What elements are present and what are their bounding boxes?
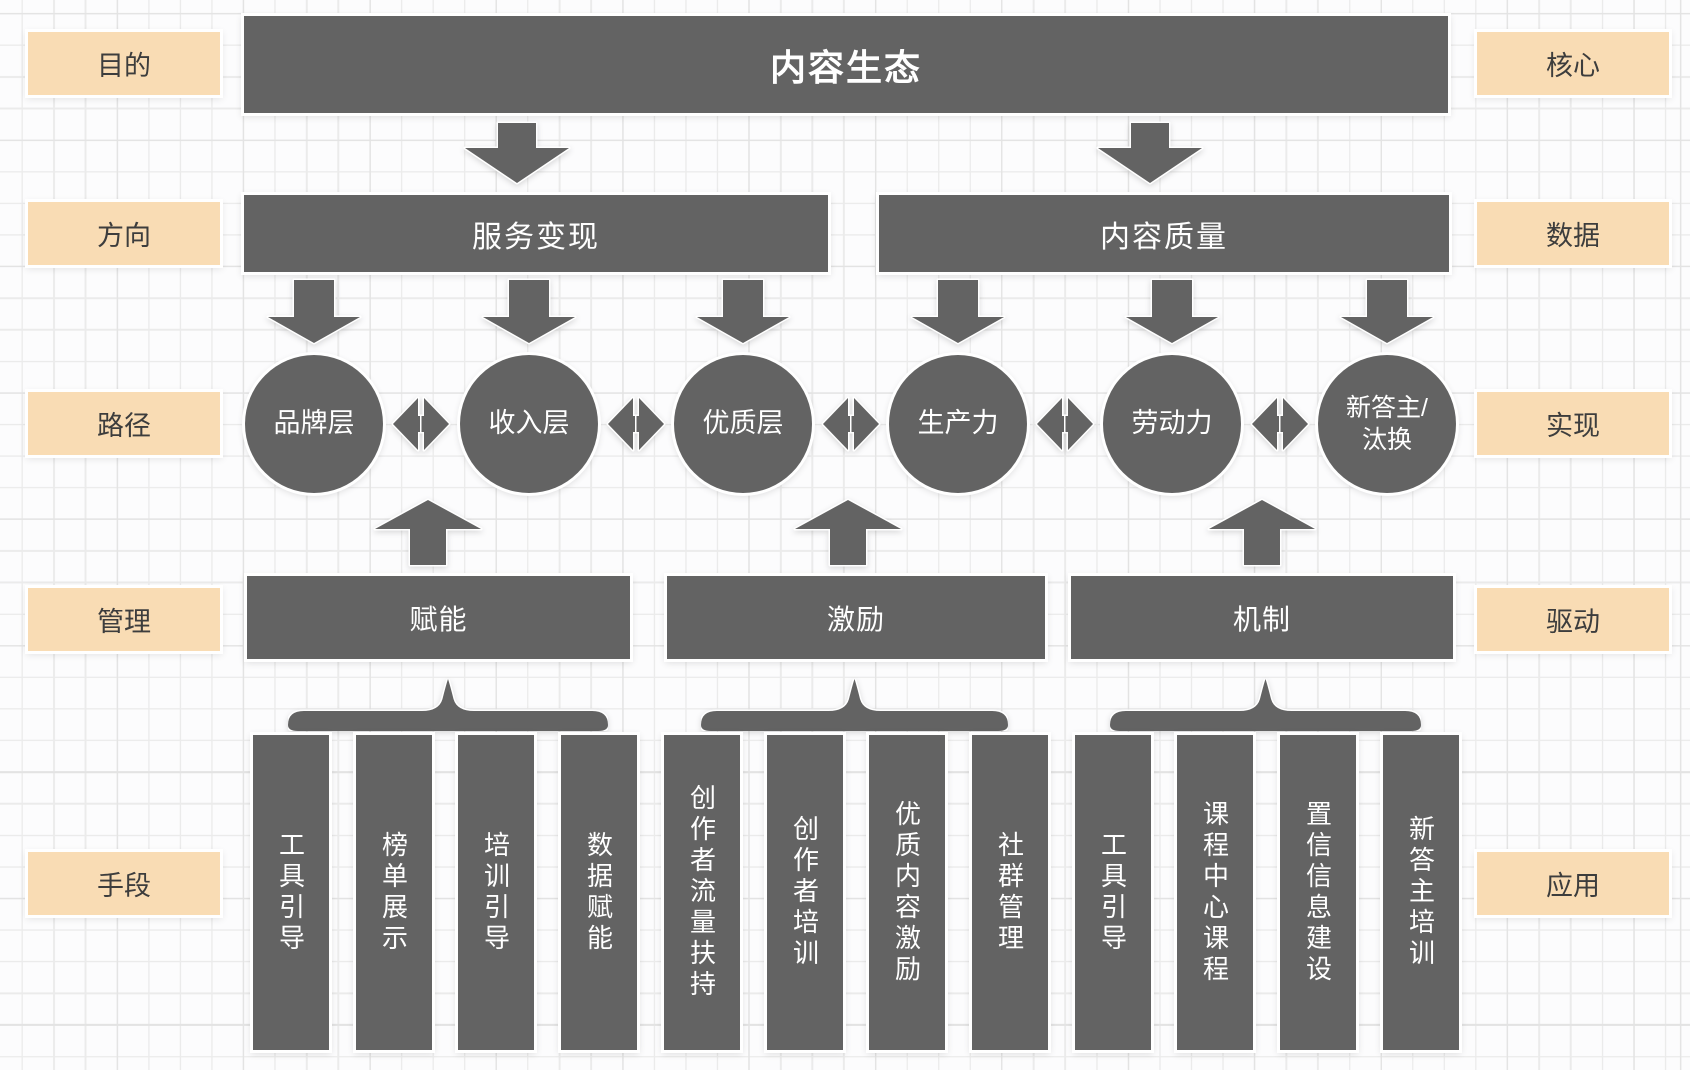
method-bar-label: 优质内容激励 [891, 799, 922, 986]
method-bar-label: 工具引导 [275, 830, 306, 955]
method-bar-creator-traffic-support: 创作者流量扶持 [664, 735, 740, 1050]
row-label-purpose: 目的 [28, 32, 220, 95]
row-label-path: 路径 [28, 392, 220, 455]
path-circle-income-layer: 收入层 [460, 355, 598, 493]
direction-node-content-quality: 内容质量 [879, 195, 1449, 272]
management-node-incentive: 激励 [667, 576, 1045, 659]
method-bar-course-center-courses: 课程中心课程 [1177, 735, 1253, 1050]
method-bar-label: 数据赋能 [583, 830, 614, 955]
up-arrow-icon [793, 498, 903, 567]
left-right-arrow-icon [391, 396, 451, 452]
row-label-drive: 驱动 [1477, 588, 1669, 651]
up-arrow-icon [1207, 498, 1317, 567]
path-circle-brand-layer: 品牌层 [245, 355, 383, 493]
down-arrow-icon [266, 278, 362, 345]
path-circle-labor-force: 劳动力 [1103, 355, 1241, 493]
row-label-realization: 实现 [1477, 392, 1669, 455]
down-arrow-icon [1124, 278, 1220, 345]
root-node: 内容生态 [244, 16, 1448, 113]
management-node-empowerment: 赋能 [247, 576, 630, 659]
path-circle-new-answerer-elimination: 新答主/ 汰换 [1318, 355, 1456, 493]
method-bar-label: 培训引导 [480, 830, 511, 955]
down-arrow-icon [463, 121, 571, 185]
down-arrow-icon [695, 278, 791, 345]
brace-icon [701, 679, 1008, 731]
method-bar-data-empowerment: 数据赋能 [561, 735, 637, 1050]
brace-icon [1110, 679, 1421, 731]
row-label-application: 应用 [1477, 852, 1669, 915]
path-circle-quality-layer: 优质层 [674, 355, 812, 493]
method-bar-label: 新答主培训 [1405, 815, 1436, 970]
method-bar-label: 榜单展示 [378, 830, 409, 955]
brace-icon [288, 679, 608, 731]
method-bar-tool-guidance-2: 工具引导 [1075, 735, 1151, 1050]
method-bar-label: 课程中心课程 [1199, 799, 1230, 986]
method-bar-label: 社群管理 [994, 830, 1025, 955]
row-label-core: 核心 [1477, 32, 1669, 95]
down-arrow-icon [910, 278, 1006, 345]
row-label-data: 数据 [1477, 202, 1669, 265]
method-bar-label: 置信信息建设 [1302, 799, 1333, 986]
method-bar-label: 创作者流量扶持 [686, 784, 717, 1001]
left-right-arrow-icon [1035, 396, 1095, 452]
method-bar-label: 工具引导 [1097, 830, 1128, 955]
method-bar-tool-guidance: 工具引导 [253, 735, 329, 1050]
method-bar-trust-info-building: 置信信息建设 [1280, 735, 1356, 1050]
direction-node-service-monetization: 服务变现 [244, 195, 828, 272]
method-bar-quality-content-incentive: 优质内容激励 [869, 735, 945, 1050]
left-right-arrow-icon [1250, 396, 1310, 452]
row-label-direction: 方向 [28, 202, 220, 265]
down-arrow-icon [1096, 121, 1204, 185]
method-bar-training-guidance: 培训引导 [458, 735, 534, 1050]
method-bar-new-answerer-training: 新答主培训 [1383, 735, 1459, 1050]
path-circle-productivity: 生产力 [889, 355, 1027, 493]
row-label-method: 手段 [28, 852, 220, 915]
method-bar-community-management: 社群管理 [972, 735, 1048, 1050]
method-bar-creator-training: 创作者培训 [767, 735, 843, 1050]
method-bar-label: 创作者培训 [789, 815, 820, 970]
up-arrow-icon [373, 498, 483, 567]
left-right-arrow-icon [821, 396, 881, 452]
method-bar-ranking-display: 榜单展示 [356, 735, 432, 1050]
down-arrow-icon [481, 278, 577, 345]
management-node-mechanism: 机制 [1071, 576, 1453, 659]
down-arrow-icon [1339, 278, 1435, 345]
row-label-management: 管理 [28, 588, 220, 651]
left-right-arrow-icon [606, 396, 666, 452]
